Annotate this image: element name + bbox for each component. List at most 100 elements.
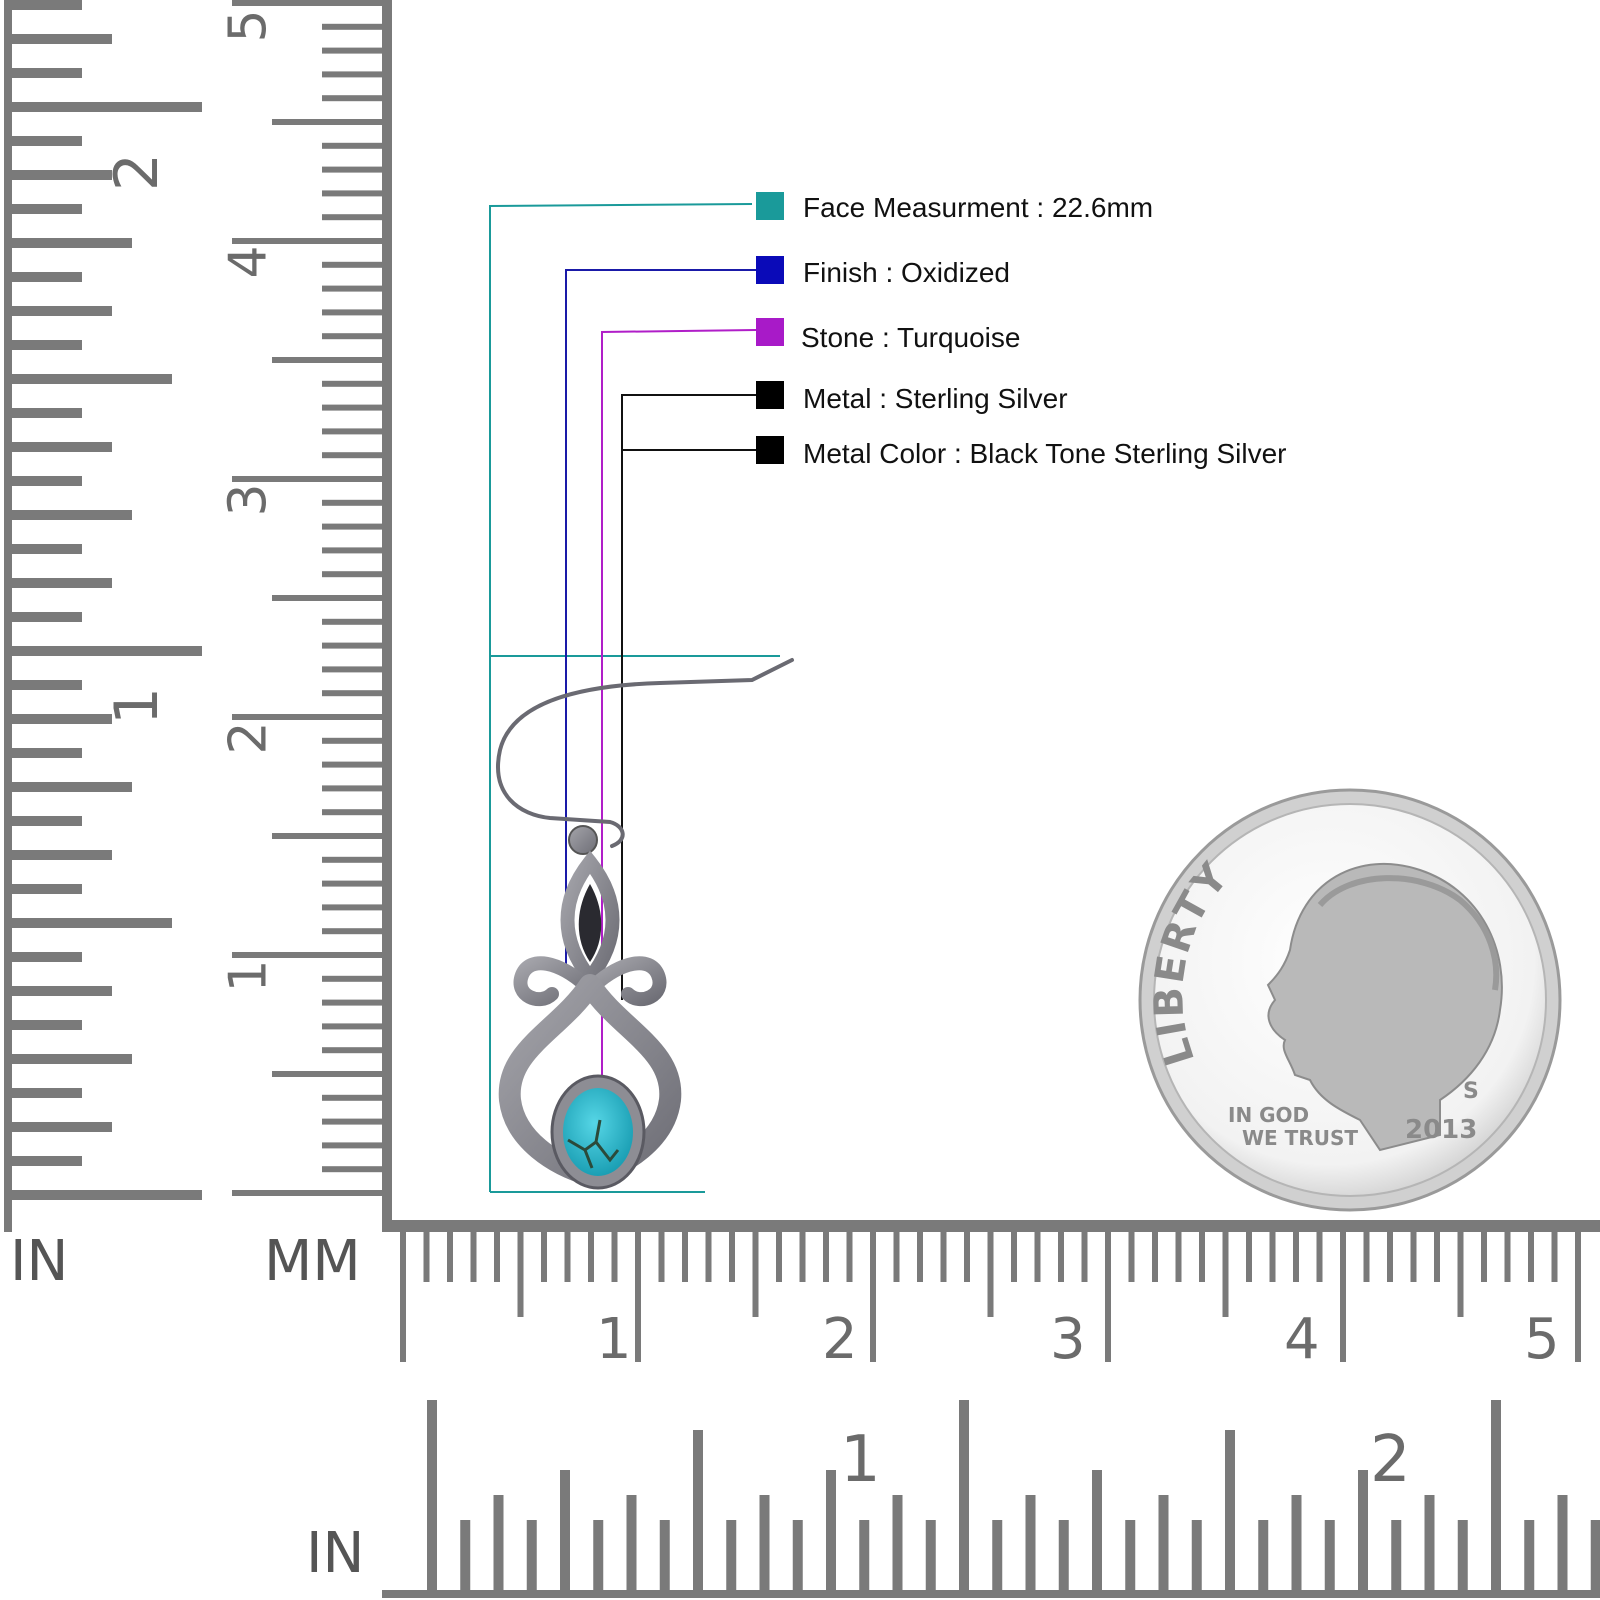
bottom-inch-tick <box>493 1495 504 1590</box>
bottom-inch-tick <box>1225 1430 1235 1590</box>
bottom-mm-tick <box>823 1232 829 1282</box>
left-mm-tick <box>322 261 382 268</box>
left-mm-tick <box>322 23 382 30</box>
left-mm-tick <box>322 856 382 863</box>
bottom-mm-tick <box>776 1232 782 1282</box>
bottom-mm-tick <box>917 1232 923 1282</box>
bottom-mm-tick <box>1551 1232 1558 1282</box>
left-mm-tick <box>322 380 382 387</box>
bottom-cm-number-3: 3 <box>1050 1307 1086 1372</box>
bottom-inch-tick <box>1324 1520 1335 1590</box>
left-mm-tick <box>272 595 382 601</box>
bottom-mm-tick <box>1575 1232 1581 1362</box>
bottom-cm-number-1: 1 <box>596 1307 632 1372</box>
left-mm-tick <box>322 975 382 982</box>
left-mm-tick <box>232 952 382 958</box>
left-mm-tick <box>232 1190 382 1196</box>
bottom-mm-tick <box>588 1232 594 1282</box>
left-inch-tick <box>12 782 132 792</box>
bottom-inch-tick <box>759 1495 770 1590</box>
bottom-mm-tick <box>1105 1232 1111 1362</box>
bottom-inch-tick <box>1291 1495 1302 1590</box>
left-mm-unit-label: MM <box>264 1229 361 1294</box>
left-mm-tick <box>322 190 382 197</box>
left-inch-tick <box>12 0 82 10</box>
bottom-inch-tick <box>1191 1520 1202 1590</box>
bottom-mm-tick <box>564 1232 571 1282</box>
bottom-cm-number-4: 4 <box>1284 1307 1320 1372</box>
left-mm-tick <box>322 571 382 578</box>
bottom-inch-tick <box>1025 1495 1036 1590</box>
bottom-inch-tick <box>693 1430 703 1590</box>
marquise-inner-shadow <box>578 884 602 962</box>
metal-leader <box>621 394 758 1000</box>
bottom-inch-tick <box>959 1400 969 1590</box>
bottom-mm-tick <box>1363 1232 1370 1282</box>
bottom-inch-tick <box>1092 1470 1102 1590</box>
metal-label: Metal : Sterling Silver <box>803 383 1068 414</box>
left-mm-tick <box>322 1118 382 1125</box>
bottom-mm-tick <box>1269 1232 1276 1282</box>
bottom-cm-number-5: 5 <box>1524 1307 1560 1372</box>
left-mm-tick <box>322 95 382 102</box>
bottom-inch-unit-label: IN <box>306 1521 365 1586</box>
left-mm-tick <box>322 809 382 816</box>
bottom-mm-tick <box>1504 1232 1511 1282</box>
left-inch-unit-label: IN <box>10 1229 69 1294</box>
bottom-mm-tick <box>846 1232 853 1282</box>
left-inch-tick <box>12 170 112 180</box>
left-inch-tick <box>12 816 82 826</box>
bottom-inch-tick <box>1125 1520 1136 1590</box>
left-mm-tick <box>322 523 382 530</box>
dime-motto-line2: WE TRUST <box>1242 1126 1358 1150</box>
left-mm-tick <box>272 119 382 125</box>
bottom-mm-tick <box>940 1232 947 1282</box>
left-mm-tick <box>322 214 382 221</box>
left-inch-tick <box>12 34 112 44</box>
bottom-mm-tick <box>799 1232 806 1282</box>
left-inch-tick <box>12 646 202 656</box>
left-mm-tick <box>232 238 382 244</box>
bottom-mm-tick <box>1410 1232 1417 1282</box>
left-inch-tick <box>12 238 132 248</box>
left-mm-tick <box>322 428 382 435</box>
left-mm-tick <box>322 452 382 459</box>
bottom-mm-tick <box>870 1232 876 1362</box>
left-inch-tick <box>12 442 112 452</box>
bottom-mm-tick <box>964 1232 970 1282</box>
stone-label: Stone : Turquoise <box>801 322 1021 353</box>
left-inch-tick <box>12 1020 82 1030</box>
bottom-inch-tick <box>593 1520 604 1590</box>
left-mm-tick <box>322 761 382 768</box>
left-inch-tick <box>12 102 202 112</box>
left-mm-tick <box>322 1023 382 1030</box>
left-ruler-spine <box>382 0 392 1232</box>
bottom-mm-tick <box>729 1232 735 1282</box>
left-mm-tick <box>322 1166 382 1173</box>
bottom-inch-tick <box>1524 1520 1535 1590</box>
left-inch-tick <box>12 952 82 962</box>
dime-mint-mark: S <box>1463 1079 1479 1104</box>
bottom-inch-tick <box>992 1520 1003 1590</box>
left-inch-tick <box>12 68 82 78</box>
bottom-inch-tick <box>560 1470 570 1590</box>
jump-ring <box>568 825 598 855</box>
bottom-mm-tick <box>423 1232 430 1282</box>
bottom-inch-tick <box>792 1520 803 1590</box>
left-mm-tick <box>272 1071 382 1077</box>
bottom-mm-tick <box>517 1232 524 1317</box>
left-mm-tick <box>322 1047 382 1054</box>
bottom-mm-tick <box>635 1232 641 1362</box>
left-inch-tick <box>12 612 82 622</box>
left-mm-tick <box>322 690 382 697</box>
right-scroll <box>588 956 667 1007</box>
left-inch-tick <box>12 1156 82 1166</box>
left-mm-tick <box>322 1142 382 1149</box>
left-mm-tick <box>322 880 382 887</box>
bottom-inch-tick <box>826 1470 836 1590</box>
left-inch-tick <box>12 340 82 350</box>
bottom-inch-tick <box>1491 1400 1501 1590</box>
dime-hair <box>1317 875 1500 991</box>
